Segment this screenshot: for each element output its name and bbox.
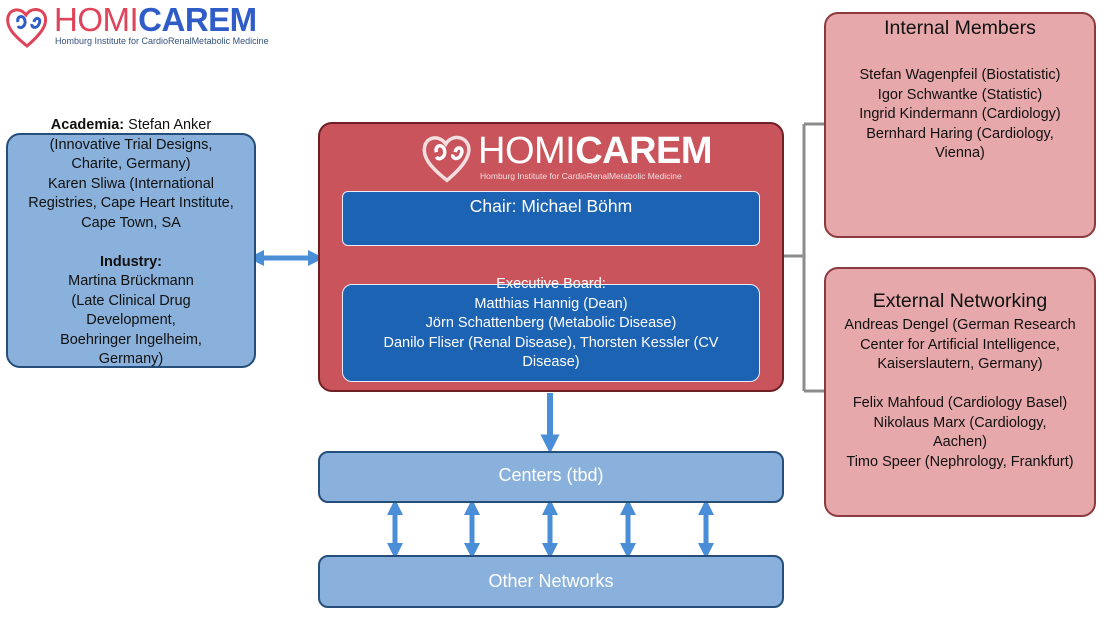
internal-line-2: Ingrid Kindermann (Cardiology) xyxy=(859,106,1061,122)
other-networks-box xyxy=(318,555,784,608)
executive-board-box xyxy=(342,284,760,382)
external-line-5: Nikolaus Marx (Cardiology, xyxy=(873,414,1047,431)
center-logo-tagline: Homburg Institute for CardioRenalMetabol… xyxy=(480,171,682,181)
industry-line-1: (Late Clinical Drug xyxy=(71,292,191,309)
center-logo-word-bold: CAREM xyxy=(575,130,713,172)
industry-line-2: Development, xyxy=(86,312,176,328)
homicarem-logo: HOMICAREM Homburg Institute for CardioRe… xyxy=(4,2,269,52)
external-networking-box xyxy=(824,267,1096,517)
industry-line-4: Germany) xyxy=(98,351,164,367)
internal-members-title: Internal Members xyxy=(884,17,1036,39)
other-networks-label: Other Networks xyxy=(488,571,614,591)
exec-line-2: Jörn Schattenberg (Metabolic Disease) xyxy=(425,315,677,331)
academia-line-0: Stefan Anker xyxy=(128,117,212,133)
center-logo-word-light: HOMI xyxy=(478,130,576,172)
logo-wordmark: HOMICAREM xyxy=(54,2,257,38)
academia-line-2: Charite, Germany) xyxy=(71,156,191,172)
academia-label: Academia: xyxy=(50,117,125,133)
academia-line-4: Registries, Cape Heart Institute, xyxy=(28,195,234,211)
external-line-4: Felix Mahfoud (Cardiology Basel) xyxy=(852,395,1068,411)
academia-industry-text: Academia: Stefan Anker (Innovative Trial… xyxy=(0,116,262,370)
exec-line-4: Disease) xyxy=(522,354,580,370)
center-logo: HOMICAREM Homburg Institute for CardioRe… xyxy=(420,131,713,183)
industry-line-3: Boehringer Ingelheim, xyxy=(60,331,202,348)
internal-line-0: Stefan Wagenpfeil (Biostatistic) xyxy=(859,67,1061,83)
industry-line-0: Martina Brückmann xyxy=(68,273,194,289)
industry-label: Industry: xyxy=(99,253,163,270)
heart-kidney-logo-icon xyxy=(6,8,48,48)
internal-line-3: Bernhard Haring (Cardiology, xyxy=(866,125,1054,142)
logo-word-light: HOMI xyxy=(54,1,139,38)
heart-kidney-logo-icon xyxy=(422,135,471,183)
external-line-1: Center for Artificial Intelligence, xyxy=(860,336,1060,353)
executive-board-text: Executive Board: Matthias Hannig (Dean) … xyxy=(342,275,760,373)
logo-tagline: Homburg Institute for CardioRenalMetabol… xyxy=(55,36,269,46)
external-gap xyxy=(824,375,1096,395)
chair-box xyxy=(342,191,760,246)
external-networking-list: Andreas Dengel (German Research Center f… xyxy=(824,316,1096,472)
internal-members-list: Stefan Wagenpfeil (Biostatistic) Igor Sc… xyxy=(824,66,1096,164)
external-line-6: Aachen) xyxy=(932,434,987,450)
internal-line-4: Vienna) xyxy=(935,145,985,161)
centers-box xyxy=(318,451,784,503)
internal-line-1: Igor Schwantke (Statistic) xyxy=(877,86,1043,103)
center-logo-wordmark: HOMICAREM xyxy=(478,130,713,172)
academia-line-3: Karen Sliwa (International xyxy=(47,175,215,192)
academia-line-5: Cape Town, SA xyxy=(81,214,181,231)
internal-members-box xyxy=(824,12,1096,238)
chair-label: Chair: Michael Böhm xyxy=(469,196,633,216)
external-line-0: Andreas Dengel (German Research xyxy=(844,317,1076,333)
external-line-2: Kaiserslautern, Germany) xyxy=(877,356,1043,372)
logo-word-bold: CAREM xyxy=(138,1,257,38)
academia-industry-box xyxy=(6,133,256,368)
exec-line-1: Matthias Hannig (Dean) xyxy=(474,295,628,312)
external-networking-title: External Networking xyxy=(872,290,1048,312)
exec-line-0: Executive Board: xyxy=(496,276,606,292)
centers-network-arrows xyxy=(386,498,715,560)
centers-label: Centers (tbd) xyxy=(498,465,604,485)
right-bracket-connector xyxy=(784,122,824,393)
external-line-7: Timo Speer (Nephrology, Frankfurt) xyxy=(846,453,1074,470)
academia-line-1: (Innovative Trial Designs, xyxy=(49,136,213,153)
exec-line-3: Danilo Fliser (Renal Disease), Thorsten … xyxy=(383,334,719,351)
